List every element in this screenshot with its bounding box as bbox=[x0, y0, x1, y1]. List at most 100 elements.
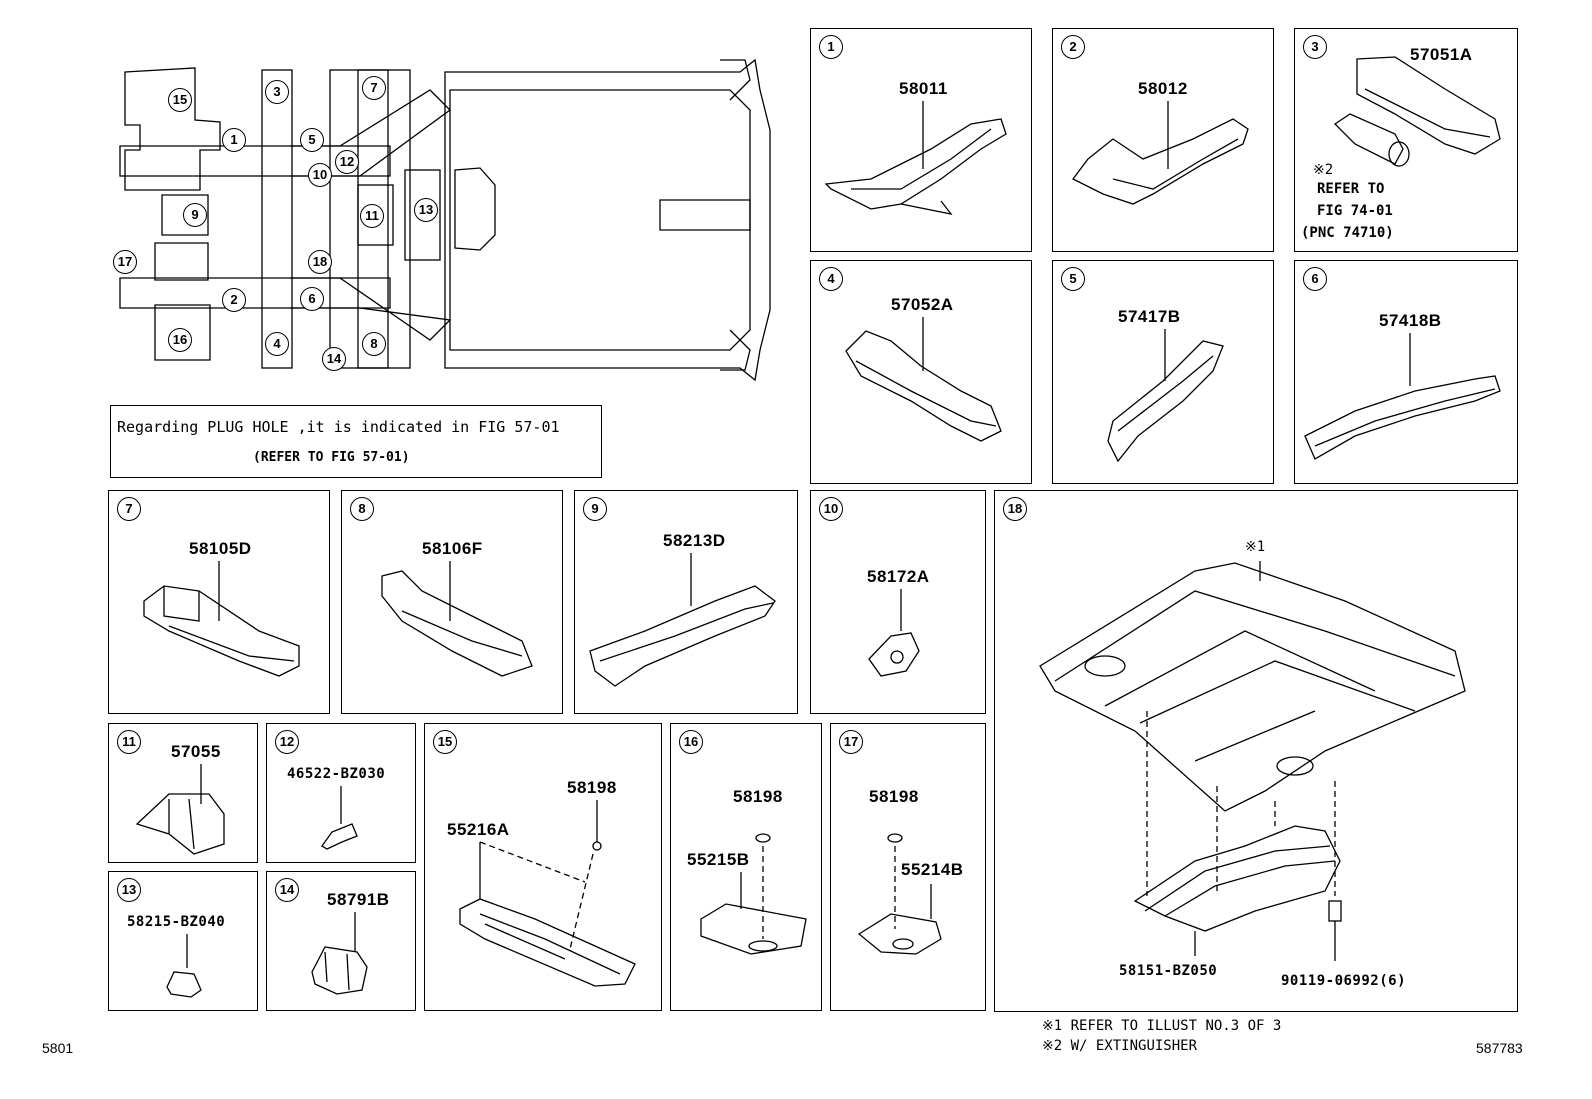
panel-index-badge: 7 bbox=[117, 497, 141, 521]
part-number: 58012 bbox=[1138, 79, 1188, 98]
part-number: 46522-BZ030 bbox=[287, 766, 386, 782]
part-number: 58198 bbox=[733, 787, 783, 806]
overview-callout-10: 10 bbox=[308, 163, 332, 187]
floor-overview-drawing bbox=[119, 58, 771, 382]
panel-index-badge: 12 bbox=[275, 730, 299, 754]
overview-callout-14: 14 bbox=[322, 347, 346, 371]
panel-5: 5 57417B bbox=[1052, 260, 1274, 484]
footnote-1: ※1 REFER TO ILLUST NO.3 OF 3 bbox=[1042, 1018, 1282, 1034]
part-illustration bbox=[135, 764, 225, 855]
part-number: 58151-BZ050 bbox=[1119, 963, 1218, 979]
panel-11: 11 57055 bbox=[108, 723, 258, 863]
part-illustration bbox=[589, 553, 776, 687]
panel-index-badge: 6 bbox=[1303, 267, 1327, 291]
part-number: 58198 bbox=[567, 778, 617, 797]
part-illustration bbox=[381, 561, 533, 677]
panel-9: 9 58213D bbox=[574, 490, 798, 714]
refer-line-1: REFER TO bbox=[1317, 181, 1385, 197]
overview-callout-15: 15 bbox=[168, 88, 192, 112]
panel-index-badge: 17 bbox=[839, 730, 863, 754]
part-number: 58106F bbox=[422, 539, 483, 558]
part-number: 58215-BZ040 bbox=[127, 914, 226, 930]
part-illustration bbox=[143, 561, 300, 677]
panel-17: 17 58198 55214B bbox=[830, 723, 986, 1011]
remark-mark: ※2 bbox=[1313, 162, 1334, 178]
panel-7: 7 58105D bbox=[108, 490, 330, 714]
panel-index-badge: 1 bbox=[819, 35, 843, 59]
part-number: 58198 bbox=[869, 787, 919, 806]
part-illustration bbox=[857, 833, 942, 955]
part-number: 57051A bbox=[1410, 45, 1473, 64]
panel-12: 12 46522-BZ030 bbox=[266, 723, 416, 863]
part-illustration bbox=[459, 800, 636, 987]
part-illustration bbox=[311, 912, 368, 995]
overview-diagram bbox=[100, 50, 790, 390]
part-number: 55215B bbox=[687, 850, 750, 869]
overview-callout-1: 1 bbox=[222, 128, 246, 152]
plug-hole-note-line1: Regarding PLUG HOLE ,it is indicated in … bbox=[117, 418, 560, 436]
panel-index-badge: 2 bbox=[1061, 35, 1085, 59]
part-illustration bbox=[824, 101, 1007, 215]
remark-mark: ※1 bbox=[1245, 539, 1266, 555]
page-code-left: 5801 bbox=[42, 1040, 74, 1056]
part-number: 58172A bbox=[867, 567, 930, 586]
panel-index-badge: 13 bbox=[117, 878, 141, 902]
panel-4: 4 57052A bbox=[810, 260, 1032, 484]
floor-pan-illustration bbox=[1039, 561, 1466, 961]
overview-callout-18: 18 bbox=[308, 250, 332, 274]
panel-10: 10 58172A bbox=[810, 490, 986, 714]
panel-2: 2 58012 bbox=[1052, 28, 1274, 252]
overview-callout-11: 11 bbox=[360, 204, 384, 228]
overview-callout-2: 2 bbox=[222, 288, 246, 312]
part-number: 57417B bbox=[1118, 307, 1181, 326]
panel-index-badge: 4 bbox=[819, 267, 843, 291]
overview-callout-5: 5 bbox=[300, 128, 324, 152]
overview-callout-9: 9 bbox=[183, 203, 207, 227]
overview-callout-8: 8 bbox=[362, 332, 386, 356]
panel-15: 15 58198 55216A bbox=[424, 723, 662, 1011]
part-illustration bbox=[700, 833, 807, 955]
part-number: 55214B bbox=[901, 860, 964, 879]
part-illustration bbox=[1107, 329, 1224, 463]
overview-callout-6: 6 bbox=[300, 287, 324, 311]
panel-index-badge: 14 bbox=[275, 878, 299, 902]
overview-callout-13: 13 bbox=[414, 198, 438, 222]
part-illustration bbox=[321, 786, 358, 850]
part-illustration bbox=[1333, 56, 1501, 167]
part-number: 57418B bbox=[1379, 311, 1442, 330]
panel-index-badge: 8 bbox=[350, 497, 374, 521]
part-illustration bbox=[845, 317, 1002, 442]
footnote-2: ※2 W/ EXTINGUISHER bbox=[1042, 1038, 1198, 1054]
panel-index-badge: 11 bbox=[117, 730, 141, 754]
part-number: 58213D bbox=[663, 531, 726, 550]
panel-3: 3 57051A ※2 REFER TO FIG 74-01 (PNC 7471… bbox=[1294, 28, 1518, 252]
overview-callout-7: 7 bbox=[362, 76, 386, 100]
panel-13: 13 58215-BZ040 bbox=[108, 871, 258, 1011]
plug-hole-note: Regarding PLUG HOLE ,it is indicated in … bbox=[110, 405, 602, 478]
panel-index-badge: 10 bbox=[819, 497, 843, 521]
panel-index-badge: 3 bbox=[1303, 35, 1327, 59]
overview-callout-3: 3 bbox=[265, 80, 289, 104]
part-number: 90119-06992(6) bbox=[1281, 973, 1407, 989]
panel-8: 8 58106F bbox=[341, 490, 563, 714]
part-illustration bbox=[1072, 101, 1249, 205]
part-number: 58791B bbox=[327, 890, 390, 909]
panel-index-badge: 15 bbox=[433, 730, 457, 754]
part-illustration bbox=[166, 934, 202, 998]
panel-index-badge: 18 bbox=[1003, 497, 1027, 521]
panel-index-badge: 5 bbox=[1061, 267, 1085, 291]
part-number: 58011 bbox=[899, 79, 948, 98]
part-number: 57055 bbox=[171, 742, 221, 761]
part-illustration bbox=[868, 589, 920, 677]
overview-callout-4: 4 bbox=[265, 332, 289, 356]
overview-callout-16: 16 bbox=[168, 328, 192, 352]
page-code-right: 587783 bbox=[1476, 1040, 1523, 1056]
part-number: 55216A bbox=[447, 820, 510, 839]
plug-hole-note-line2: (REFER TO FIG 57-01) bbox=[253, 450, 410, 465]
panel-index-badge: 9 bbox=[583, 497, 607, 521]
panel-18: 18 ※1 58151-BZ050 90119-06992(6) bbox=[994, 490, 1518, 1012]
overview-callout-12: 12 bbox=[335, 150, 359, 174]
panel-index-badge: 16 bbox=[679, 730, 703, 754]
overview-callout-17: 17 bbox=[113, 250, 137, 274]
panel-14: 14 58791B bbox=[266, 871, 416, 1011]
